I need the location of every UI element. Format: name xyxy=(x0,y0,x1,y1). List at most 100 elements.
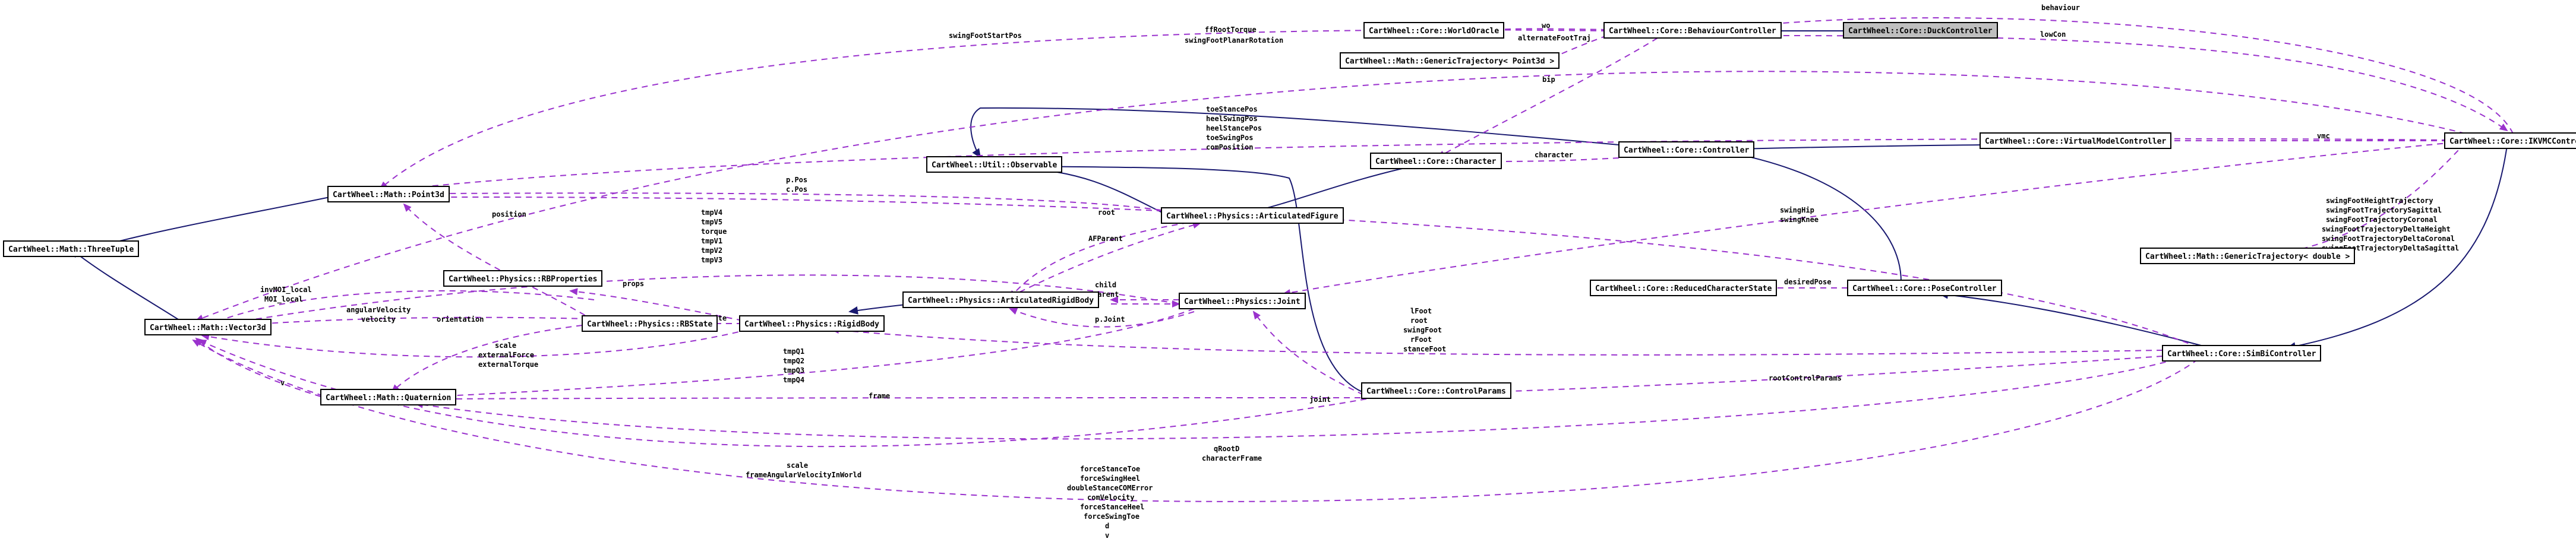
label-behaviour: behaviour xyxy=(2041,4,2080,12)
label-afparent: AFParent xyxy=(1088,234,1123,243)
label-tmpv1: tmpV1 xyxy=(701,237,722,245)
node-artfig-label: CartWheel::Physics::ArticulatedFigure xyxy=(1166,212,1338,221)
edge-ikvmc-simbicon xyxy=(2286,145,2508,351)
node-point3d-label: CartWheel::Math::Point3d xyxy=(333,191,444,199)
label-bip: bip xyxy=(1542,75,1555,84)
edge-pjoint xyxy=(1009,308,1195,328)
label-orientation: orientation xyxy=(437,315,484,324)
label-frameangvel: frameAngularVelocityInWorld xyxy=(746,471,861,479)
label-extforce: externalForce xyxy=(478,351,534,359)
label-position: position xyxy=(492,210,526,218)
node-quaternion[interactable]: CartWheel::Math::Quaternion xyxy=(320,389,456,405)
node-threetuple-label: CartWheel::Math::ThreeTuple xyxy=(8,245,134,254)
node-ikvmc-label: CartWheel::Core::IKVMCController xyxy=(2449,137,2576,146)
node-rbstate[interactable]: CartWheel::Physics::RBState xyxy=(582,315,718,332)
label-swingknee: swingKnee xyxy=(1780,215,1819,224)
label-ffroottorque: ffRootTorque xyxy=(1205,26,1257,34)
node-vector3d-label: CartWheel::Math::Vector3d xyxy=(150,324,266,332)
node-observable[interactable]: CartWheel::Util::Observable xyxy=(926,156,1062,173)
label-wo: wo xyxy=(1542,21,1550,30)
node-simbicon-label: CartWheel::Core::SimBiController xyxy=(2167,350,2316,359)
node-controlparams-label: CartWheel::Core::ControlParams xyxy=(1366,387,1506,396)
edge-frame xyxy=(435,395,1361,402)
label-tmpv3: tmpV3 xyxy=(701,256,722,264)
edge-rootcontrolparams xyxy=(1493,356,2163,395)
node-artrb[interactable]: CartWheel::Physics::ArticulatedRigidBody xyxy=(902,291,1099,308)
edge-props xyxy=(569,288,743,321)
edge-wo xyxy=(1493,26,1608,33)
edge-toestancepos xyxy=(391,138,2448,193)
label-exttorque: externalTorque xyxy=(478,360,538,369)
label-sftdc: swingFootTrajectoryDeltaCoronal xyxy=(2322,234,2455,243)
node-observable-label: CartWheel::Util::Observable xyxy=(932,161,1057,170)
node-vector3d[interactable]: CartWheel::Math::Vector3d xyxy=(144,319,272,335)
label-tmpq2: tmpQ2 xyxy=(783,357,804,365)
node-reducedstate[interactable]: CartWheel::Core::ReducedCharacterState xyxy=(1590,280,1777,296)
label-rootcontrolparams: rootControlParams xyxy=(1769,374,1842,382)
node-joint[interactable]: CartWheel::Physics::Joint xyxy=(1179,293,1306,309)
node-vmc[interactable]: CartWheel::Core::VirtualModelController xyxy=(1980,132,2171,149)
label-tmpq1: tmpQ1 xyxy=(783,347,804,356)
label-sftc: swingFootTrajectoryCoronal xyxy=(2326,215,2438,224)
label-props: props xyxy=(623,280,644,288)
label-sftds: swingFootTrajectoryDeltaSagittal xyxy=(2322,244,2459,252)
node-threetuple[interactable]: CartWheel::Math::ThreeTuple xyxy=(3,240,139,257)
label-forceswingheel: forceSwingHeel xyxy=(1080,474,1140,483)
label-qrootd: qRootD xyxy=(1214,445,1239,453)
label-swingfoot: swingFoot xyxy=(1403,326,1442,334)
label-moi: MOI_local xyxy=(264,295,303,304)
label-desiredpose: desiredPose xyxy=(1784,278,1831,286)
label-forceswingtoe: forceSwingToe xyxy=(1084,512,1139,521)
label-tmpv4: tmpV4 xyxy=(701,208,722,217)
node-quaternion-label: CartWheel::Math::Quaternion xyxy=(326,394,451,402)
node-gentraj-point3d[interactable]: CartWheel::Math::GenericTrajectory< Poin… xyxy=(1340,52,1560,69)
node-controlparams[interactable]: CartWheel::Core::ControlParams xyxy=(1361,382,1511,399)
node-artrb-label: CartWheel::Physics::ArticulatedRigidBody xyxy=(908,296,1094,305)
node-posecontroller[interactable]: CartWheel::Core::PoseController xyxy=(1847,280,2002,296)
node-duck-label: CartWheel::Core::DuckController xyxy=(1848,27,1993,36)
label-forcestanceheel: forceStanceHeel xyxy=(1080,503,1144,511)
node-worldoracle[interactable]: CartWheel::Core::WorldOracle xyxy=(1363,22,1504,39)
label-rootlbl: root xyxy=(1410,316,1428,325)
node-rbproperties-label: CartWheel::Physics::RBProperties xyxy=(449,275,597,284)
node-gentraj-double[interactable]: CartWheel::Math::GenericTrajectory< doub… xyxy=(2140,248,2355,264)
edge-tmpv xyxy=(201,274,1189,331)
node-controller-label: CartWheel::Core::Controller xyxy=(1624,146,1749,155)
label-rfoot: rFoot xyxy=(1410,335,1432,344)
label-vmc: vmc xyxy=(2317,132,2330,140)
edge-simbicon-point3d xyxy=(433,193,2199,348)
edge-pose-controller xyxy=(1719,148,1902,283)
edge-forces xyxy=(192,340,2199,502)
label-scale2: scale xyxy=(787,461,808,470)
label-tmpv5: tmpV5 xyxy=(701,218,722,226)
label-pjoint: p.Joint xyxy=(1095,315,1125,324)
label-tmpq4: tmpQ4 xyxy=(783,376,804,384)
node-ikvmc[interactable]: CartWheel::Core::IKVMCController xyxy=(2444,132,2576,149)
label-d: d xyxy=(1105,522,1109,530)
node-behaviour[interactable]: CartWheel::Core::BehaviourController xyxy=(1603,22,1782,39)
node-controller[interactable]: CartWheel::Core::Controller xyxy=(1618,141,1754,158)
label-alternatefoottraj: alternateFootTraj xyxy=(1518,34,1591,42)
label-swinghip: swingHip xyxy=(1780,206,1814,214)
edge-scale xyxy=(201,329,749,358)
label-swingfootstartpos: swingFootStartPos xyxy=(949,31,1022,40)
label-characterframe: characterFrame xyxy=(1202,454,1262,462)
node-artfig[interactable]: CartWheel::Physics::ArticulatedFigure xyxy=(1161,207,1344,224)
label-sfht: swingFootHeightTrajectory xyxy=(2326,196,2433,205)
node-character[interactable]: CartWheel::Core::Character xyxy=(1370,153,1502,169)
node-duck[interactable]: CartWheel::Core::DuckController xyxy=(1843,22,1998,39)
node-rigidbody[interactable]: CartWheel::Physics::RigidBody xyxy=(739,315,885,332)
label-ppos: p.Pos xyxy=(786,176,807,184)
node-simbicon[interactable]: CartWheel::Core::SimBiController xyxy=(2162,345,2321,362)
node-rbproperties[interactable]: CartWheel::Physics::RBProperties xyxy=(443,270,602,287)
label-angvel: angularVelocity xyxy=(346,306,411,314)
label-lfoot: lFoot xyxy=(1410,307,1432,315)
node-point3d[interactable]: CartWheel::Math::Point3d xyxy=(327,186,450,202)
label-tmpv2: tmpV2 xyxy=(701,246,722,255)
edge-character-artfig xyxy=(1243,168,1403,216)
label-tmpq3: tmpQ3 xyxy=(783,366,804,375)
node-reducedstate-label: CartWheel::Core::ReducedCharacterState xyxy=(1595,284,1772,293)
node-gentraj-double-label: CartWheel::Math::GenericTrajectory< doub… xyxy=(2145,252,2350,261)
label-toeswingpos: toeSwingPos xyxy=(1206,134,1253,142)
edge-ppos xyxy=(435,189,1183,214)
